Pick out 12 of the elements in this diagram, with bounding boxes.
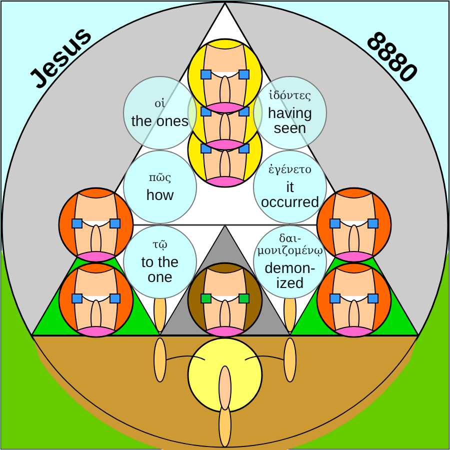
english-gloss: demon- ized bbox=[264, 261, 316, 291]
english-gloss: the ones bbox=[131, 114, 189, 128]
greek-word: πῶς bbox=[148, 172, 172, 184]
greek-word: δαι- μονιζομένῳ bbox=[257, 233, 323, 257]
english-gloss: how bbox=[146, 188, 174, 202]
english-gloss: to the one bbox=[140, 255, 180, 285]
greek-word: τῷ bbox=[152, 239, 168, 251]
greek-word: οἱ bbox=[154, 98, 166, 110]
english-gloss: it occurred bbox=[260, 180, 320, 210]
english-gloss: having seen bbox=[266, 106, 314, 136]
greek-word: ἰδόντες bbox=[268, 90, 312, 102]
greek-word: ἐγένετο bbox=[268, 164, 312, 176]
